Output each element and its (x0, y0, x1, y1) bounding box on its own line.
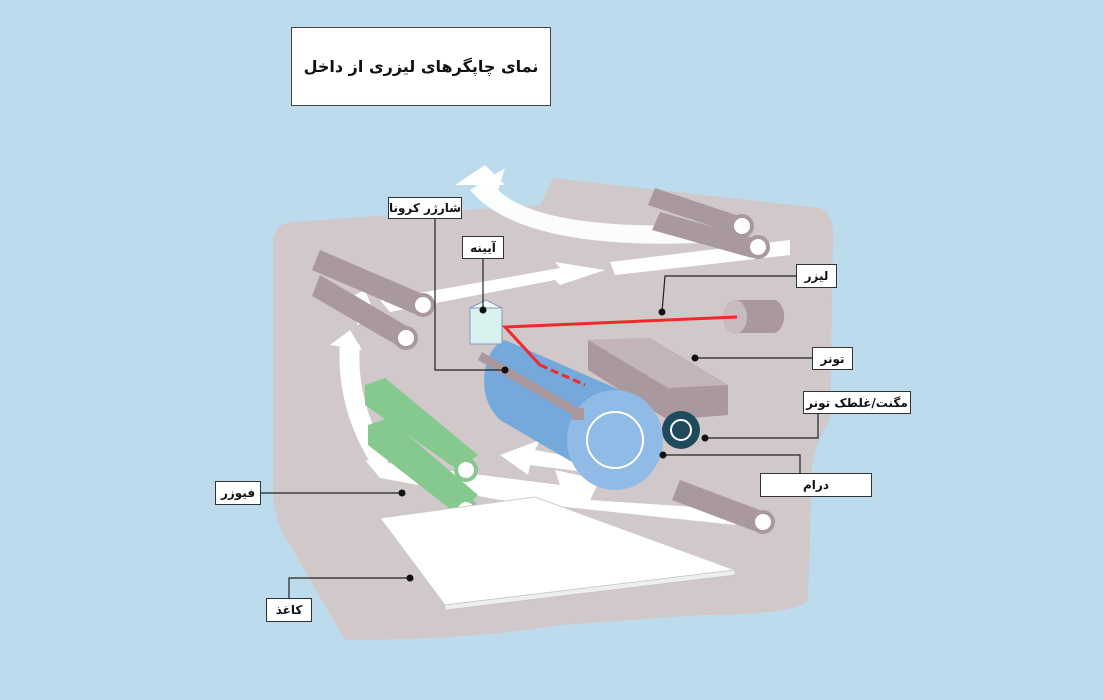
leader-lines (261, 219, 819, 598)
label-paper: کاغذ (266, 598, 312, 622)
paper-path-lower-arrow (500, 440, 590, 475)
roller-left-1 (312, 250, 435, 317)
mirror (469, 299, 503, 345)
roller-top-2 (652, 212, 770, 259)
paper-path-top-arrow (470, 168, 700, 244)
label-mirror: آیینه (462, 236, 504, 259)
laser-beam (501, 315, 738, 367)
laser-beam-dashed (539, 363, 586, 387)
roller-bottom-right (672, 480, 775, 534)
paper-path-mid-arrow (380, 262, 605, 312)
paper-path-left-arrowhead (330, 330, 362, 350)
leader-dots (398, 306, 709, 582)
toner-magnet-roller (662, 411, 700, 449)
paper-path-top-arrowhead (455, 165, 505, 185)
label-corona-charger: شارژر کرونا (388, 197, 462, 219)
roller-left-2 (312, 275, 418, 350)
paper-stack (379, 496, 736, 611)
label-laser: لیزر (796, 264, 837, 288)
diagram-title: نمای چاپگرهای لیزری از داخل (291, 27, 551, 106)
label-toner-magnet: مگنت/غلطک تونر (803, 391, 911, 414)
label-toner: تونر (812, 347, 853, 370)
label-drum: درام (760, 473, 872, 497)
toner-cartridge (588, 338, 728, 420)
roller-top-1 (648, 188, 754, 238)
fuser-top (365, 378, 478, 482)
label-fuser: فیوزر (215, 481, 261, 505)
